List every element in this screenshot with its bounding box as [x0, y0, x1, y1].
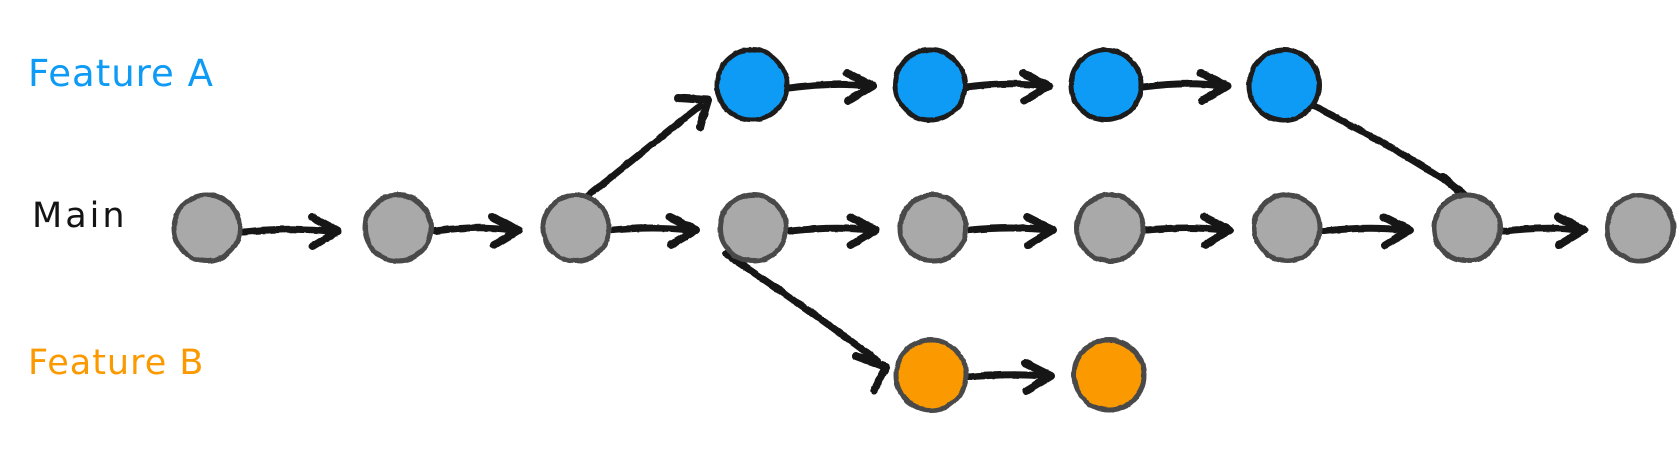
commit-node-feature-b-1[interactable]: [1071, 337, 1147, 413]
feature-a-commit-group: [714, 47, 1322, 123]
edge-main-5-6: [1143, 213, 1234, 249]
branch-label-feature-a: Feature A: [28, 52, 214, 95]
edge-main-2-3: [609, 213, 700, 249]
edge-merge-feature-a: [1310, 102, 1471, 209]
commit-node-main-8[interactable]: [1604, 192, 1676, 264]
edge-branch-feature-a: [576, 94, 712, 206]
edge-main-1-2: [431, 213, 523, 249]
commit-node-feature-a-3[interactable]: [1246, 47, 1322, 123]
branch-label-feature-b: Feature B: [28, 343, 205, 383]
main-commit-group: [171, 192, 1676, 264]
edge-group: [240, 69, 1588, 395]
edge-main-6-7: [1320, 213, 1414, 249]
edge-main-0-1: [240, 213, 342, 250]
feature-b-commit-group: [893, 337, 1147, 413]
commit-node-main-1[interactable]: [362, 192, 434, 264]
commit-node-main-3[interactable]: [717, 192, 789, 264]
commit-node-main-7[interactable]: [1431, 192, 1503, 264]
commit-node-feature-a-0[interactable]: [714, 47, 790, 123]
commit-node-main-2[interactable]: [540, 192, 612, 264]
commit-node-feature-a-2[interactable]: [1068, 47, 1144, 123]
edge-main-7-8: [1500, 213, 1588, 249]
edge-main-4-5: [966, 213, 1057, 249]
commit-node-feature-a-1[interactable]: [892, 47, 968, 123]
edge-main-3-4: [786, 213, 880, 249]
edge-feature-a-2-3: [1139, 69, 1231, 105]
commit-node-main-0[interactable]: [171, 192, 243, 264]
commit-node-main-6[interactable]: [1251, 192, 1323, 264]
edge-feature-a-0-1: [785, 69, 877, 105]
commit-node-main-5[interactable]: [1074, 192, 1146, 264]
commit-node-main-4[interactable]: [897, 192, 969, 264]
edge-feature-b-0-1: [964, 359, 1055, 395]
edge-feature-a-1-2: [963, 69, 1053, 105]
branch-label-main: Main: [32, 196, 128, 236]
commit-node-feature-b-0[interactable]: [893, 337, 969, 413]
edge-branch-feature-b: [722, 250, 890, 394]
